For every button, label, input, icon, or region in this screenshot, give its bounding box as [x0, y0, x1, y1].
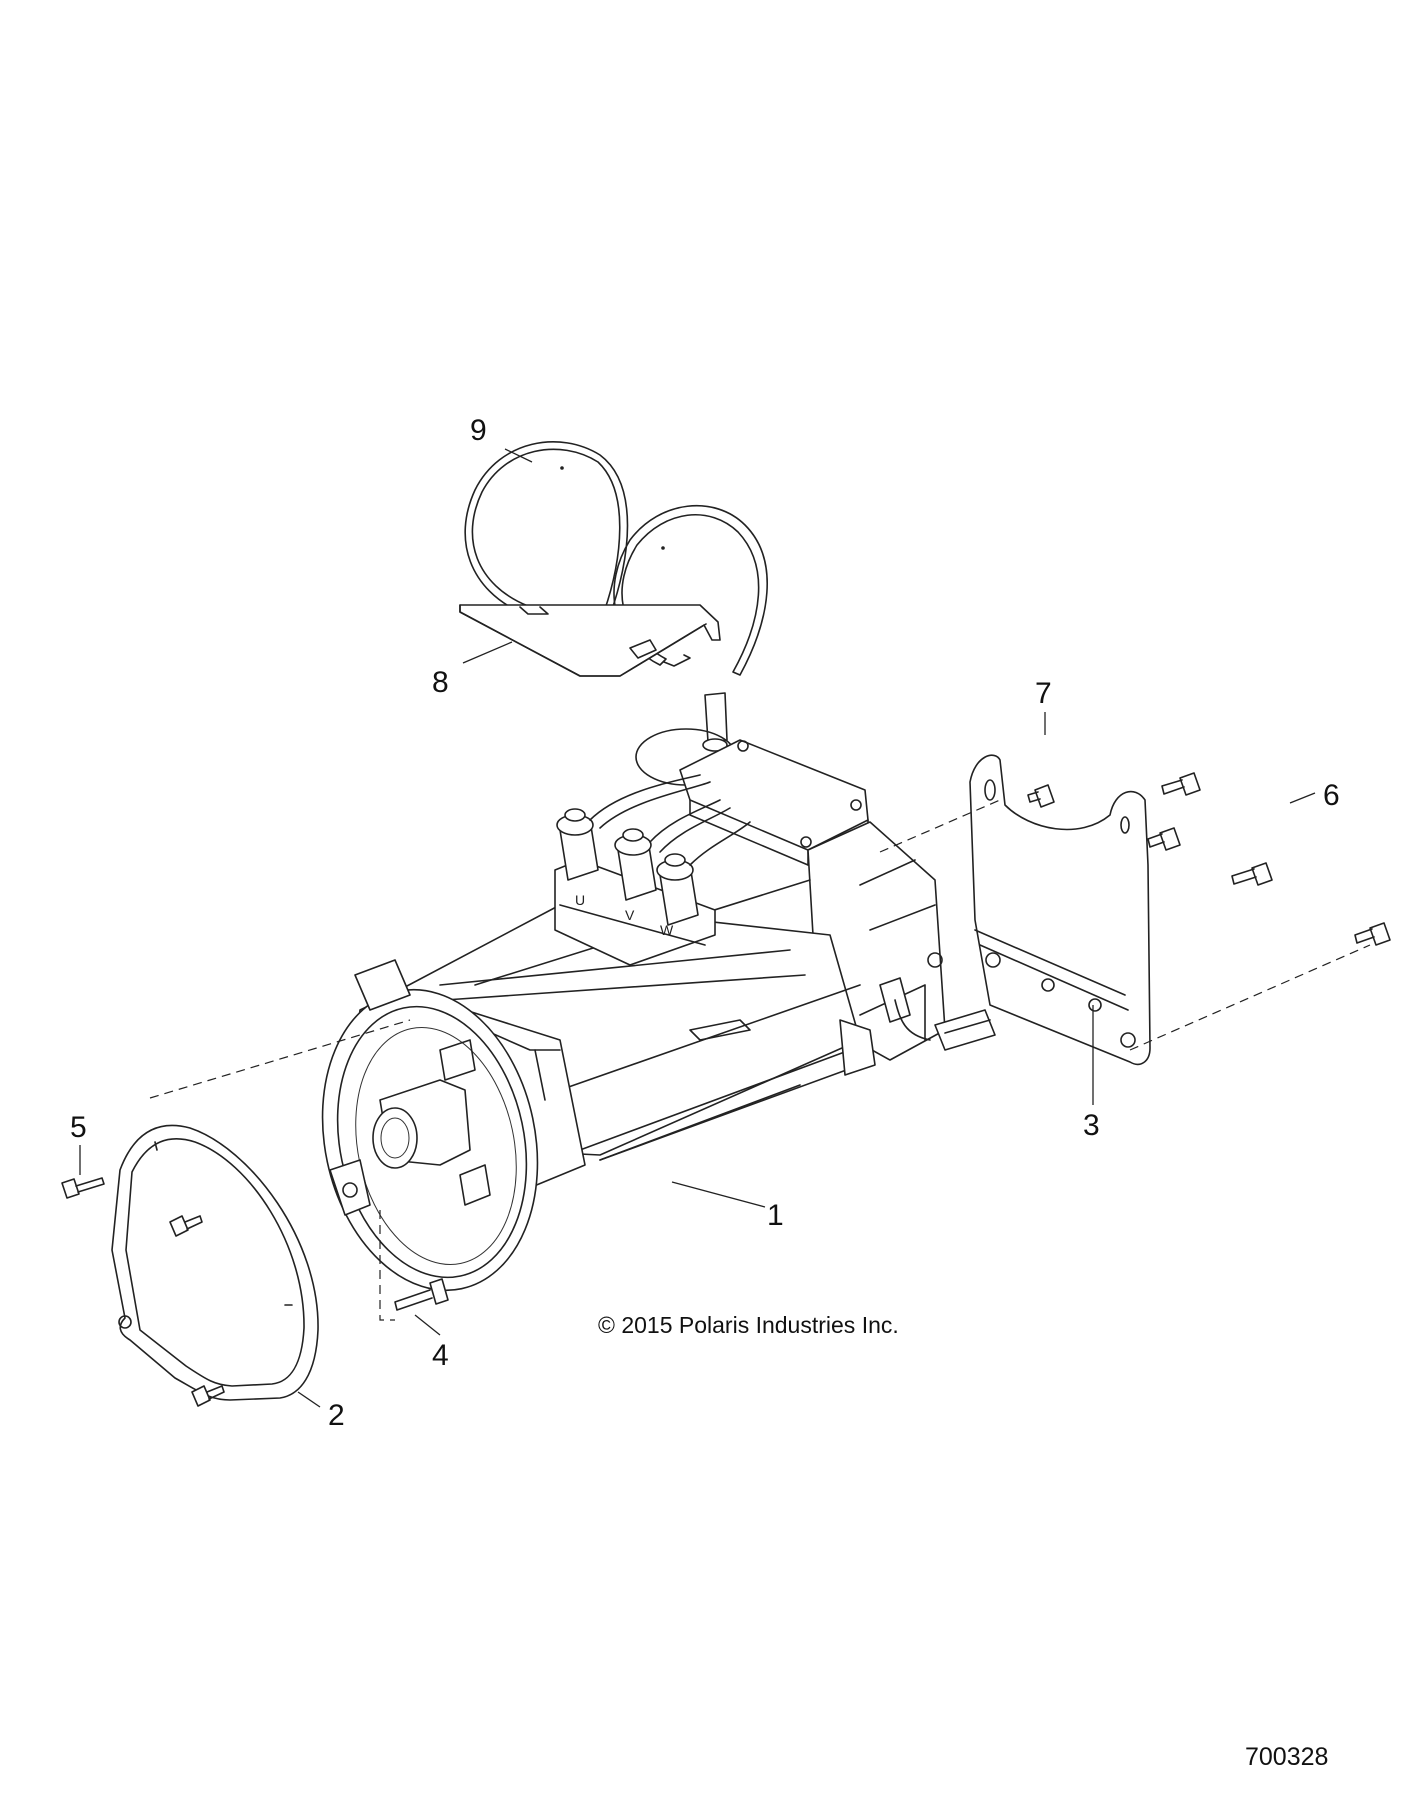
plate-part-8 — [459, 604, 721, 677]
callout-4: 4 — [432, 1339, 449, 1372]
terminal-letter-u: U — [575, 892, 585, 908]
gasket-part-2 — [111, 1124, 319, 1401]
callout-9: 9 — [470, 414, 487, 447]
alignment-lines — [149, 799, 1371, 1321]
bracket-part-3 — [969, 754, 1151, 1066]
callout-2: 2 — [328, 1399, 345, 1432]
side-harness-connector — [879, 952, 996, 1051]
bolt-part-6-a — [1161, 772, 1201, 796]
bolt-part-5 — [61, 1177, 105, 1199]
bolt-part-6-b — [1147, 827, 1181, 851]
reference-number: 700328 — [1245, 1743, 1328, 1771]
terminal-letter-w: W — [660, 922, 674, 938]
callout-8: 8 — [432, 666, 449, 699]
bolt-part-6-d — [1354, 922, 1391, 946]
callout-5: 5 — [70, 1111, 87, 1144]
bolt-part-4 — [394, 1278, 449, 1311]
gasket-bolt-lower — [191, 1385, 225, 1407]
leader-lines — [79, 448, 1316, 1408]
callout-6: 6 — [1323, 779, 1340, 812]
motor-terminals: U V W — [554, 808, 716, 966]
gasket-bolt-upper — [169, 1215, 203, 1237]
terminal-letter-v: V — [625, 907, 635, 923]
callout-3: 3 — [1083, 1109, 1100, 1142]
bolt-part-7 — [1027, 784, 1055, 808]
strap-rivet — [560, 466, 564, 470]
copyright-notice: © 2015 Polaris Industries Inc. — [598, 1312, 899, 1338]
bolt-part-6-c — [1231, 862, 1273, 886]
motor-part-1: U V W — [321, 692, 996, 1292]
strap-rivet — [661, 546, 665, 550]
callout-7: 7 — [1035, 677, 1052, 710]
callout-1: 1 — [767, 1199, 784, 1232]
